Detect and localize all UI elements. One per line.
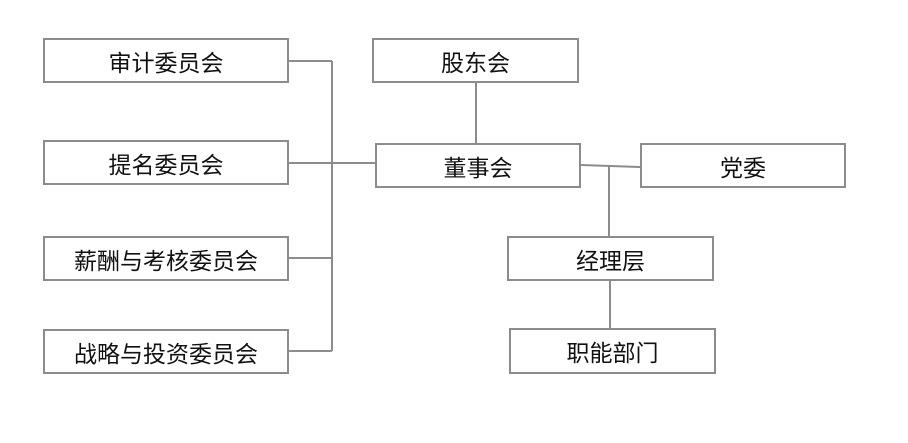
party-committee-label: 党委 xyxy=(720,155,766,182)
connector-board-party xyxy=(580,164,641,168)
nomination-committee-box: 提名委员会 xyxy=(43,140,289,185)
management-label: 经理层 xyxy=(576,248,645,275)
nomination-committee-label: 提名委员会 xyxy=(108,152,224,179)
remuneration-committee-box: 薪酬与考核委员会 xyxy=(43,236,289,281)
audit-committee-box: 审计委员会 xyxy=(43,38,289,83)
board-of-directors-box: 董事会 xyxy=(375,143,581,188)
party-committee-box: 党委 xyxy=(640,143,846,188)
strategy-committee-label: 战略与投资委员会 xyxy=(74,341,258,368)
remuneration-committee-label: 薪酬与考核委员会 xyxy=(74,248,258,275)
board-of-directors-label: 董事会 xyxy=(443,155,513,182)
strategy-committee-box: 战略与投资委员会 xyxy=(43,329,289,374)
shareholders-meeting-label: 股东会 xyxy=(441,50,510,77)
management-box: 经理层 xyxy=(507,236,714,281)
functional-departments-box: 职能部门 xyxy=(509,328,716,374)
shareholders-meeting-box: 股东会 xyxy=(372,38,579,83)
audit-committee-label: 审计委员会 xyxy=(108,50,224,77)
functional-departments-label: 职能部门 xyxy=(566,341,659,367)
